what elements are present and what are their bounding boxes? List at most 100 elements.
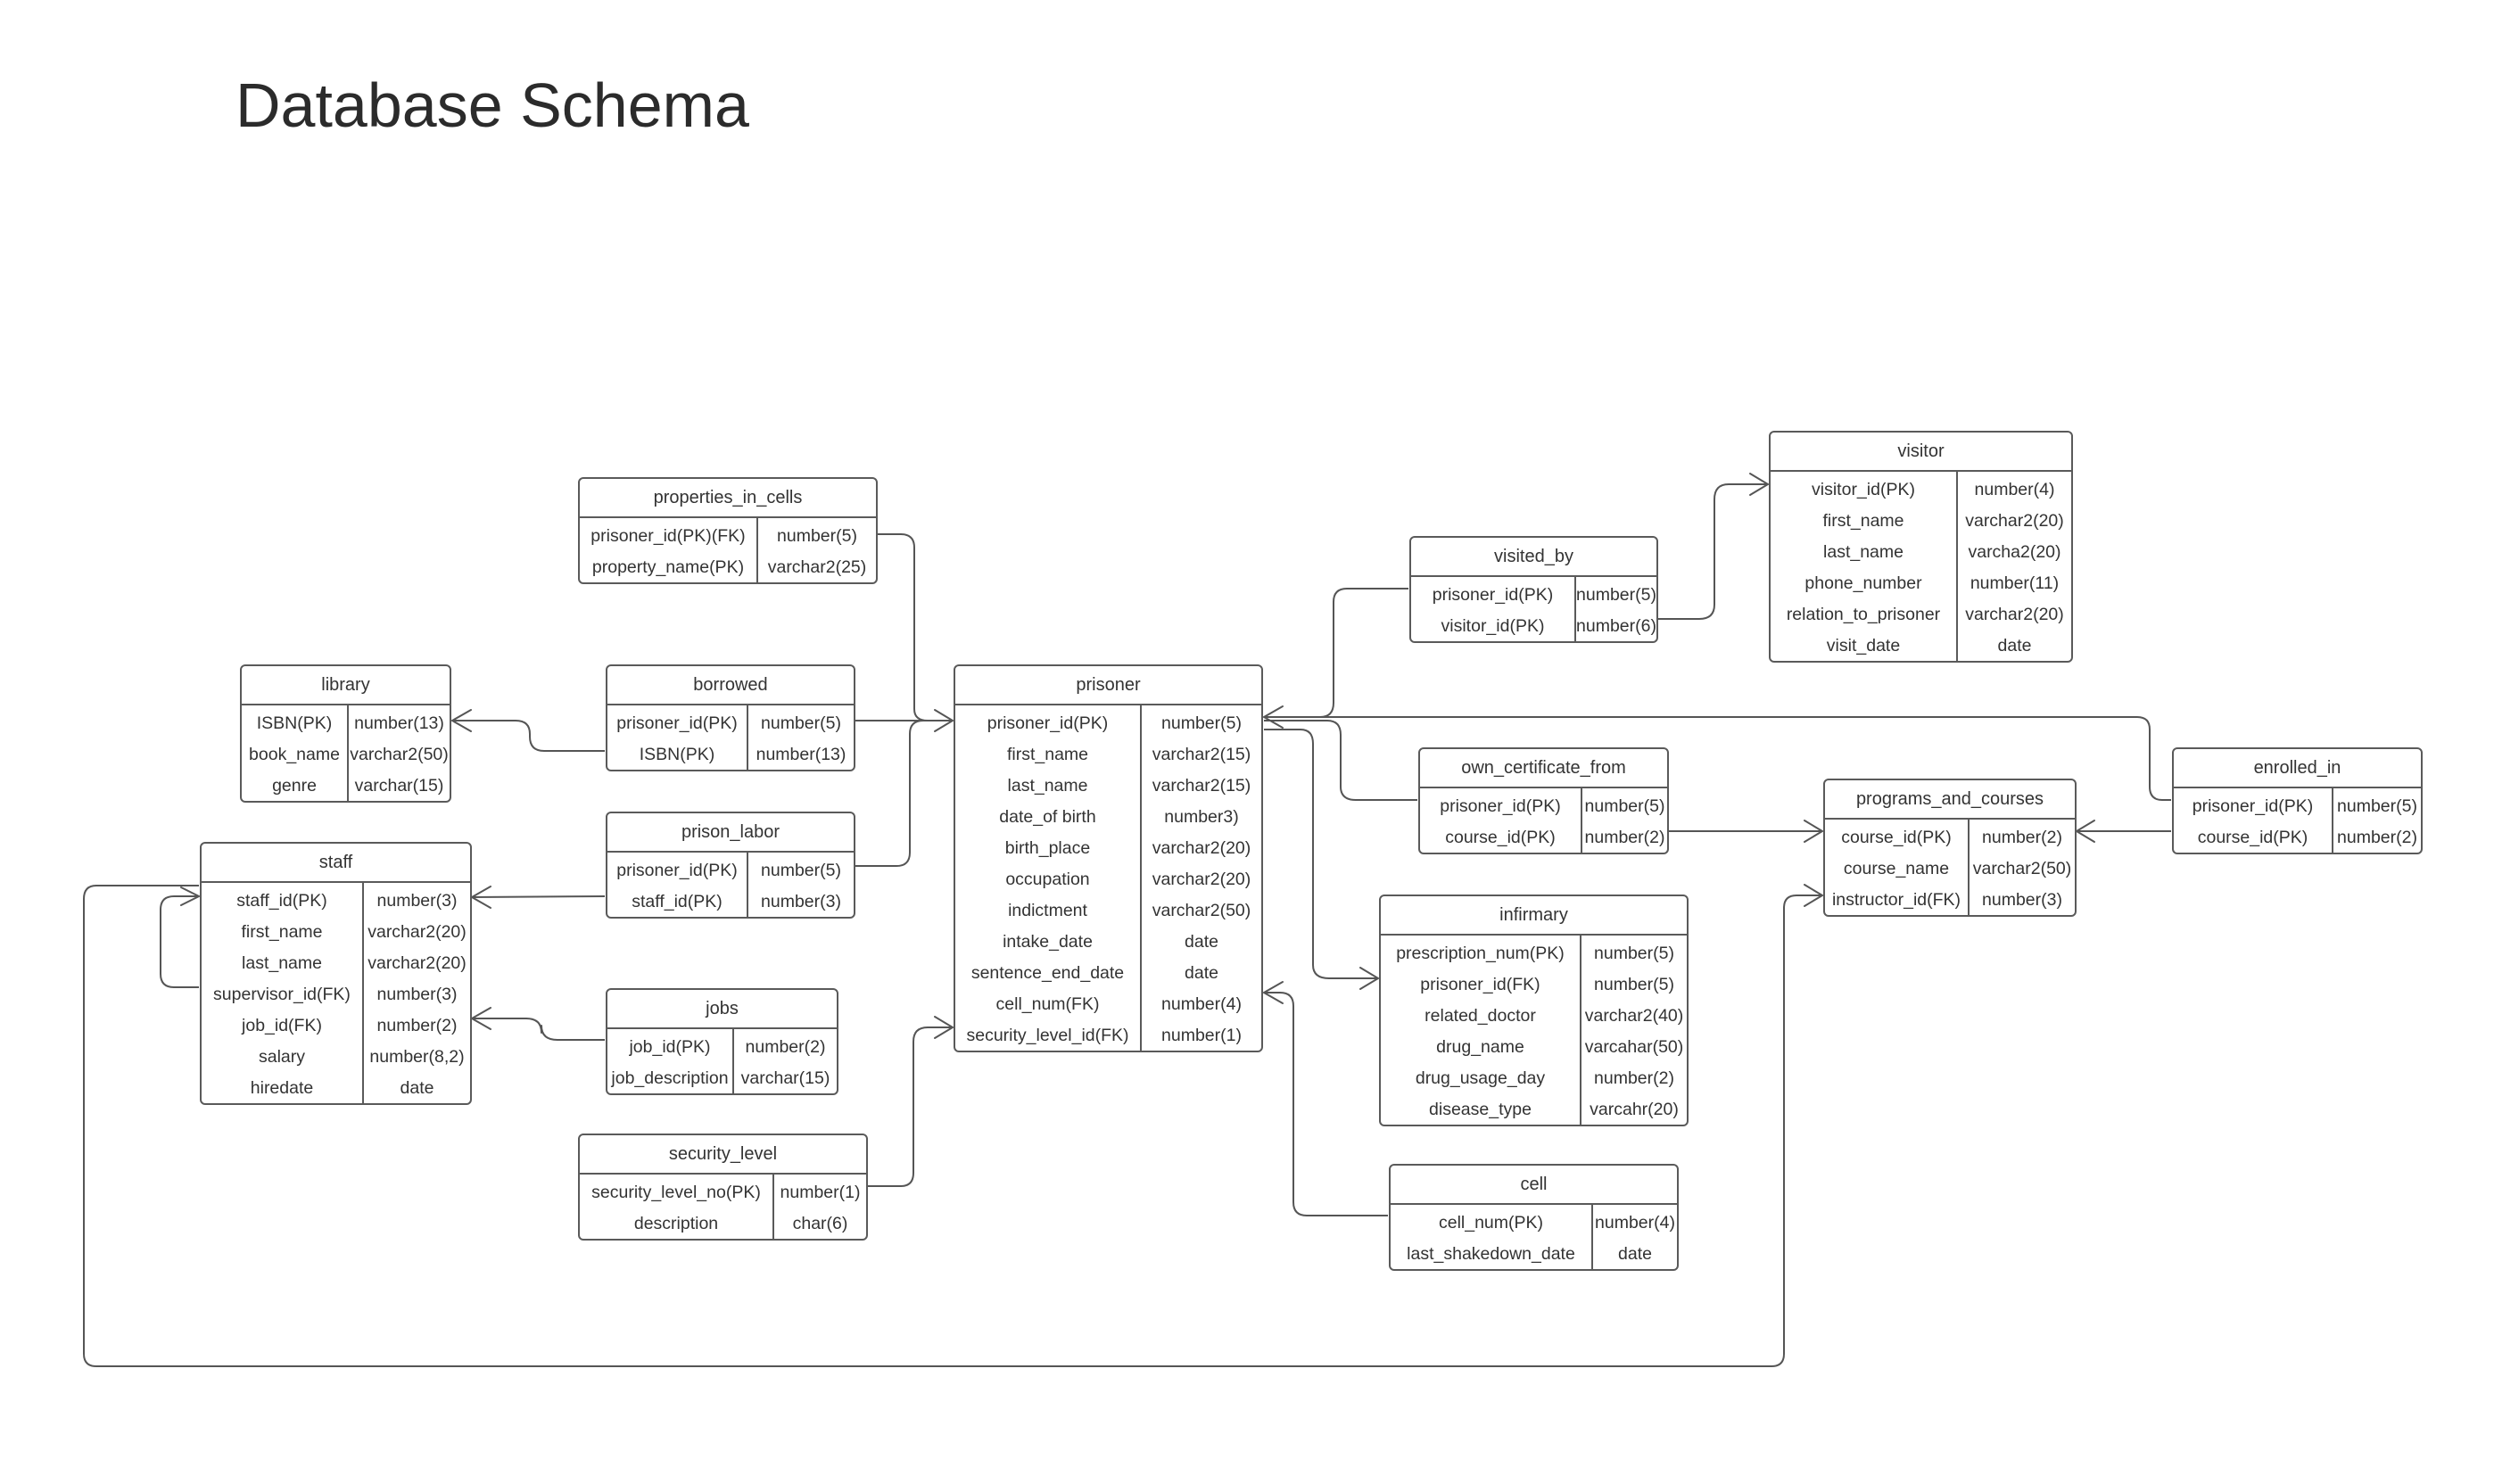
column-name: staff_id(PK)	[236, 891, 327, 911]
table-row: cell_num(FK)number(4)	[955, 989, 1261, 1020]
column-type: varchar2(50)	[350, 745, 449, 764]
column-type: number(5)	[1594, 975, 1674, 994]
column-divider	[1968, 820, 1970, 915]
column-divider	[362, 883, 364, 1103]
crowfoot-infirmary	[1359, 967, 1380, 990]
column-type: varchar2(20)	[1152, 838, 1251, 858]
column-divider	[756, 518, 758, 582]
column-name: description	[633, 1214, 719, 1233]
table-row: birth_place varchar2(20)	[955, 833, 1261, 864]
column-type: number(5)	[761, 713, 841, 733]
edge-staff-self	[160, 895, 199, 988]
table-row: visitor_id(PK) number(6)	[1411, 611, 1656, 642]
column-divider	[1580, 936, 1581, 1125]
column-type: number(2)	[745, 1037, 826, 1057]
column-name: birth_place	[1004, 838, 1091, 858]
table-row: cell_num(PK)number(4)	[1391, 1208, 1677, 1239]
edge-visitedby-prisoner	[1264, 588, 1408, 718]
column-type: number3)	[1164, 807, 1239, 827]
column-name: relation_to_prisoner	[1786, 605, 1941, 624]
table-row: security_level_id(FK)number(1)	[955, 1020, 1261, 1051]
column-name: visit_date	[1826, 636, 1901, 655]
column-type: number(8,2)	[369, 1047, 465, 1067]
crowfoot-prisoner-left	[934, 709, 954, 732]
column-name: prisoner_id(PK)	[2192, 796, 2314, 816]
table-header: borrowed	[607, 666, 854, 705]
column-name: disease_type	[1429, 1100, 1532, 1119]
table-borrowed[interactable]: borrowed prisoner_id(PK) number(5) ISBN(PK)…	[606, 664, 855, 771]
column-name: ISBN(PK)	[256, 713, 333, 733]
column-type: number(3)	[761, 892, 841, 911]
column-type: varchar2(15)	[1152, 776, 1251, 796]
column-type: varcahr(20)	[1590, 1100, 1679, 1119]
column-divider	[1591, 1205, 1593, 1269]
column-name: ISBN(PK)	[639, 745, 715, 764]
edge-jobs-staff	[472, 1018, 605, 1041]
column-type: date	[1618, 1244, 1652, 1264]
column-name: intake_date	[1003, 932, 1093, 952]
column-name: related_doctor	[1425, 1006, 1536, 1026]
table-row: property_name(PK)varchar2(25)	[580, 552, 876, 583]
column-divider	[747, 705, 748, 770]
column-type: number(13)	[756, 745, 846, 764]
column-name: visitor_id(PK)	[1441, 616, 1545, 636]
column-name: last_shakedown_date	[1407, 1244, 1575, 1264]
column-divider	[732, 1029, 734, 1093]
table-row: visit_date date	[1771, 631, 2071, 662]
column-name: first_name	[1006, 745, 1089, 764]
table-header: security_level	[580, 1135, 866, 1175]
table-row: instructor_id(FK)number(3)	[1825, 885, 2075, 916]
diagram-title: Database Schema	[235, 70, 749, 140]
column-type: varchar2(20)	[1965, 605, 2064, 624]
column-name: cell_num(PK)	[1438, 1213, 1544, 1233]
table-header: staff	[202, 844, 470, 883]
column-name: prisoner_id(PK)	[987, 713, 1109, 733]
column-type: number(6)	[1576, 616, 1656, 636]
column-type: date	[1997, 636, 2032, 655]
table-row: ISBN(PK) number(13)	[607, 739, 854, 771]
crowfoot-prisoner-right	[1261, 705, 1284, 729]
column-type: number(5)	[1584, 796, 1665, 816]
table-row: disease_type varcahr(20)	[1381, 1094, 1687, 1125]
edge-enrolled-prisoner	[1264, 716, 2171, 801]
column-divider	[1956, 472, 1958, 661]
column-name: date_of birth	[999, 807, 1096, 827]
table-row: staff_id(PK)number(3)	[202, 886, 470, 917]
table-header: library	[242, 666, 450, 705]
table-header: own_certificate_from	[1420, 749, 1667, 788]
column-name: prisoner_id(PK)(FK)	[590, 526, 746, 546]
column-type: number(3)	[1982, 890, 2062, 910]
column-type: number(13)	[354, 713, 444, 733]
table-header: prisoner	[955, 666, 1261, 705]
column-name: prescription_num(PK)	[1396, 944, 1565, 963]
column-name: prisoner_id(PK)	[616, 713, 738, 733]
column-name: course_name	[1843, 859, 1950, 878]
column-type: number(2)	[2337, 828, 2417, 847]
table-row: date_of birth number3)	[955, 802, 1261, 833]
table-header: enrolled_in	[2174, 749, 2421, 788]
column-type: varchar2(20)	[367, 922, 467, 942]
column-divider	[772, 1175, 774, 1239]
